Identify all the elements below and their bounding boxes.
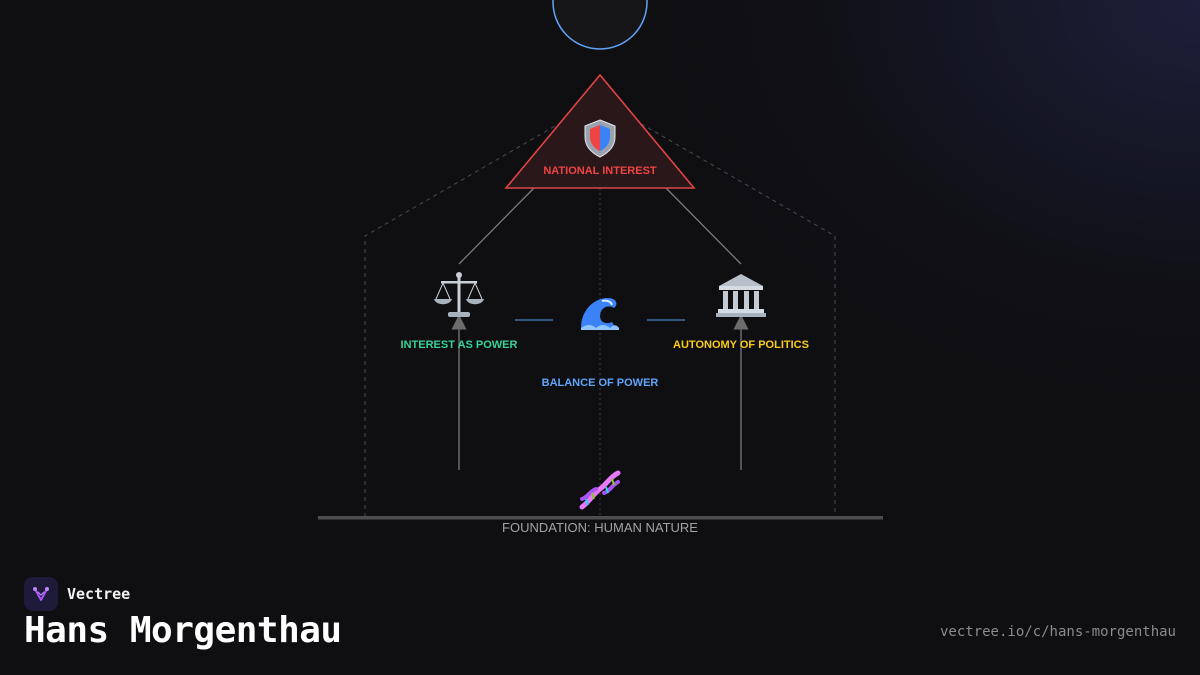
- dna-icon: [579, 470, 621, 510]
- foundation-label: FOUNDATION: HUMAN NATURE: [502, 520, 698, 535]
- left-support-line: [458, 186, 536, 265]
- right-support-line: [664, 186, 742, 265]
- classical-building-icon: [716, 274, 766, 317]
- page-url: vectree.io/c/hans-morgenthau: [939, 624, 1176, 640]
- brand-name: Vectree: [67, 585, 131, 603]
- foundation-bar: [318, 516, 883, 520]
- right-pillar-label: AUTONOMY OF POLITICS: [673, 339, 809, 351]
- center-node-label: BALANCE OF POWER: [542, 377, 659, 389]
- top-circle: [552, 0, 648, 50]
- page-title: Hans Morgenthau: [24, 610, 342, 651]
- brand: Vectree: [24, 577, 130, 611]
- balance-scale-icon: [434, 272, 484, 317]
- shield-icon: [584, 119, 616, 158]
- left-pillar-label: INTEREST AS POWER: [401, 339, 518, 351]
- vectree-logo-icon: [24, 577, 58, 611]
- apex-label: NATIONAL INTEREST: [543, 165, 657, 177]
- water-wave-icon: [581, 298, 619, 330]
